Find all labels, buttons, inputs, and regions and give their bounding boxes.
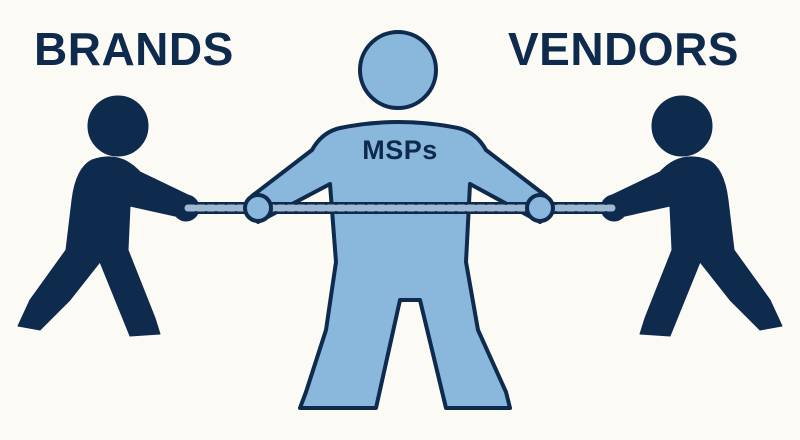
vendors-figure (600, 95, 783, 337)
vendors-figure-head (651, 95, 713, 157)
brands-label: BRANDS (34, 23, 234, 75)
msps-label: MSPs (362, 135, 438, 165)
vendors-figure-body (609, 156, 783, 337)
vendors-label: VENDORS (508, 23, 739, 75)
msps-figure-right-hand (525, 193, 555, 223)
brands-figure (17, 95, 200, 337)
msps-figure-body (250, 120, 548, 410)
brands-figure-body (17, 156, 191, 337)
msps-figure-left-hand (243, 193, 273, 223)
brands-figure-head (87, 95, 149, 157)
msps-figure (250, 30, 548, 410)
msps-figure-head (358, 30, 438, 110)
